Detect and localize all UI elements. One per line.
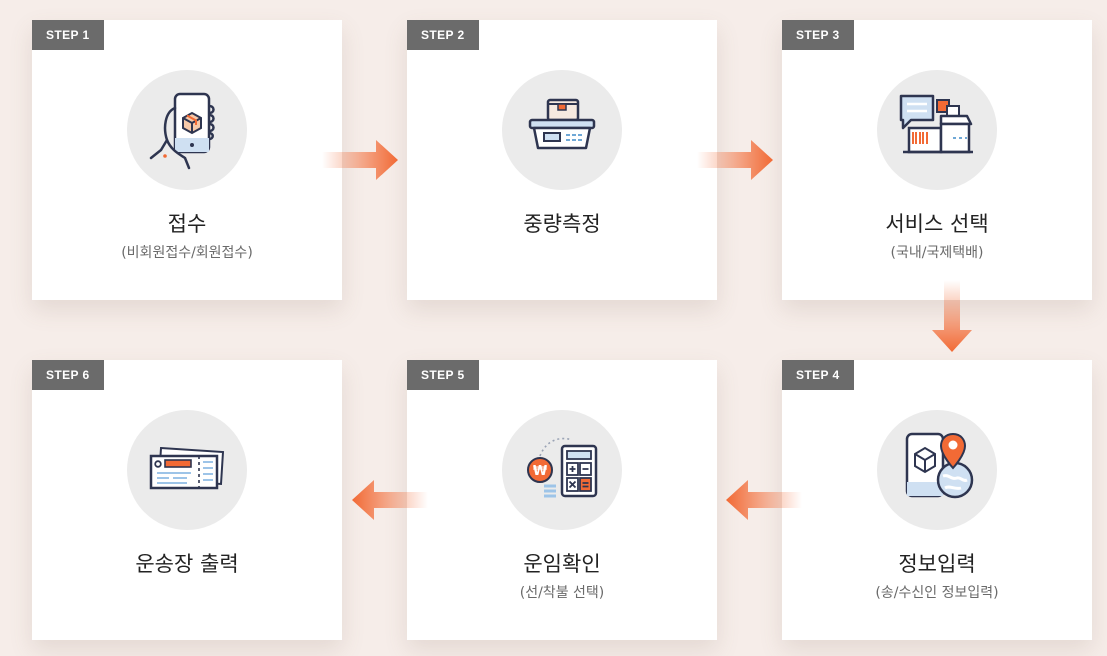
step-subtitle: (비회원접수/회원접수) (121, 245, 253, 261)
arrow-left-icon (352, 480, 428, 520)
step-badge: STEP 4 (782, 360, 854, 390)
step-title: 운송장 출력 (135, 552, 239, 576)
hand-phone-box-icon (149, 92, 215, 170)
arrow-right-icon (322, 140, 398, 180)
waybill-ticket-icon (149, 446, 225, 490)
step-badge: STEP 3 (782, 20, 854, 50)
icon-circle (127, 70, 247, 190)
step-subtitle: (선/착불 선택) (519, 585, 605, 601)
step-badge: STEP 2 (407, 20, 479, 50)
step-title: 정보입력 (898, 552, 976, 576)
step-card-6: STEP 6 운송장 출력 (32, 360, 342, 640)
arrow-down-icon (932, 280, 972, 352)
step-card-3: STEP 3 서비스 선택 (국내/국제택배) (782, 20, 1092, 300)
arrow-left-icon (726, 480, 802, 520)
icon-circle (127, 410, 247, 530)
step-badge: STEP 1 (32, 20, 104, 50)
step-subtitle: (국내/국제택배) (890, 245, 984, 261)
icon-circle (502, 70, 622, 190)
step-title: 운임확인 (523, 552, 601, 576)
svg-text:₩: ₩ (533, 464, 548, 479)
icon-circle (877, 410, 997, 530)
icon-circle: ₩ (502, 410, 622, 530)
step-title: 접수 (167, 212, 207, 236)
arrow-right-icon (697, 140, 773, 180)
step-card-1: STEP 1 접수 (비회원접수/회원접수) (32, 20, 342, 300)
step-card-4: STEP 4 정보입력 (송/수신인 정보입력) (782, 360, 1092, 640)
parcel-chat-icon (899, 94, 973, 154)
step-subtitle: (송/수신인 정보입력) (875, 585, 999, 601)
step-badge: STEP 5 (407, 360, 479, 390)
step-badge: STEP 6 (32, 360, 104, 390)
coin-calculator-icon: ₩ (527, 437, 598, 498)
phone-location-globe-icon (905, 432, 974, 499)
step-title: 서비스 선택 (885, 212, 989, 236)
step-card-2: STEP 2 중량측정 (407, 20, 717, 300)
step-card-5: STEP 5 ₩ 운임확인 (선/착불 선택) (407, 360, 717, 640)
weighing-scale-icon (528, 98, 596, 150)
step-title: 중량측정 (523, 212, 601, 236)
icon-circle (877, 70, 997, 190)
